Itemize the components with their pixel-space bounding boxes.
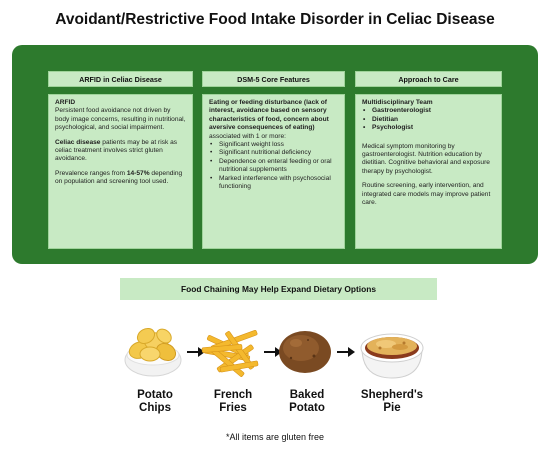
column-body-arfid: ARFID Persistent food avoidance not driv… [48,94,193,249]
column-header-dsm5: DSM-5 Core Features [202,71,345,87]
food-label-line: French [213,389,253,401]
team-list: Gastroenterologist Dietitian Psychologis… [362,107,495,133]
list-item: Marked interference with psychosocial fu… [209,175,338,192]
bold-text: ARFID [55,99,76,106]
food-label-line: Shepherd's [360,389,424,401]
baked-potato-icon [279,331,331,373]
arrow-right-icon [264,347,282,357]
arrow-right-icon [187,347,205,357]
prevalence-value: 14-57% [126,169,150,177]
footnote: *All items are gluten free [225,432,325,442]
food-label-line: Fries [219,402,247,414]
paragraph-text: Persistent food avoidance not driven by … [55,107,186,132]
list-item: Psychologist [362,124,495,133]
paragraph: Prevalence ranges from 14-57% depending … [55,170,186,187]
arrow-right-icon [337,347,355,357]
paragraph-text: depending on population and screening to… [55,169,183,186]
list-item: Gastroenterologist [362,107,495,116]
list-item: Significant weight loss [209,141,338,150]
column-header-care: Approach to Care [355,71,502,87]
column-header-arfid: ARFID in Celiac Disease [48,71,193,87]
food-label-3: Baked Potato [277,389,337,415]
paragraph: ARFID Persistent food avoidance not driv… [55,99,186,133]
team-title: Multidisciplinary Team [362,99,433,106]
shepherds-pie-dish-icon [360,333,424,379]
paragraph: Routine screening, early intervention, a… [362,182,491,207]
paragraph: Medical symptom monitoring by gastroente… [362,142,490,175]
column-body-care: Multidisciplinary Team Gastroenterologis… [355,94,502,249]
food-label-line: Potato [137,389,173,401]
food-label-line: Baked [289,389,325,401]
paragraph: Celiac disease patients may be at risk a… [55,139,186,164]
column-body-dsm5: Eating or feeding disturbance (lack of i… [202,94,345,249]
bold-text: Celiac disease [55,138,101,146]
food-label-4: Shepherd's Pie [354,389,430,415]
list-item: Significant nutritional deficiency [209,149,338,158]
paragraph-text: Prevalence ranges from [55,169,127,177]
food-label-line: Chips [139,402,171,414]
bold-text: Eating or feeding disturbance (lack of i… [209,99,329,132]
paragraph-text: patients may be at risk as celiac treatm… [55,138,178,163]
page-title: Avoidant/Restrictive Food Intake Disorde… [55,11,495,28]
list-item: Dependence on enteral feeding or oral nu… [209,158,338,175]
list-item: Dietitian [362,116,495,125]
criteria-list: Significant weight loss Significant nutr… [209,141,338,191]
potato-chips-bowl-icon [124,327,182,377]
food-label-2: French Fries [203,389,263,415]
green-panel: ARFID in Celiac Disease ARFID Persistent… [12,45,538,264]
food-label-line: Potato [289,402,325,414]
french-fries-icon [201,330,259,377]
food-label-line: Pie [383,402,401,414]
paragraph-text: associated with 1 or more: [209,132,286,140]
food-label-1: Potato Chips [125,389,185,415]
paragraph: Eating or feeding disturbance (lack of i… [209,99,338,141]
food-chaining-banner: Food Chaining May Help Expand Dietary Op… [120,278,437,300]
